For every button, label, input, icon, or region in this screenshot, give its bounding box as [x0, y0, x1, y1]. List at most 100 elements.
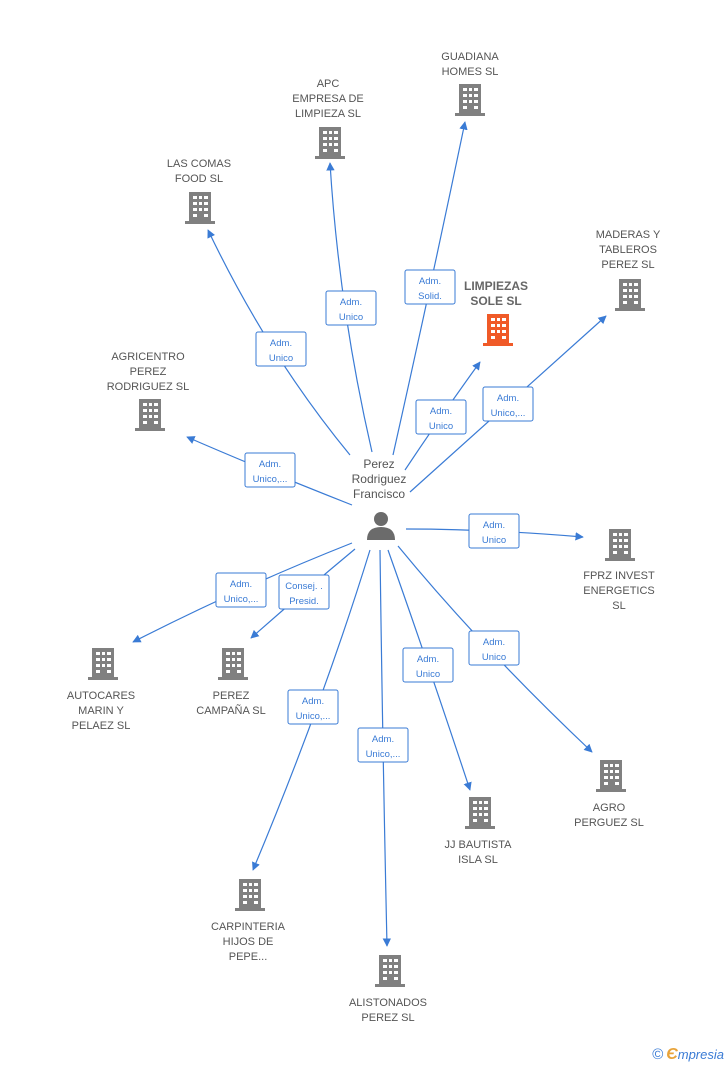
company-name: SOLE SL	[470, 294, 521, 308]
building-icon	[185, 192, 215, 224]
relation-label: Unico	[429, 421, 453, 432]
relation-label: Adm.	[302, 696, 324, 707]
company-name: HOMES SL	[442, 66, 499, 78]
relation-label: Adm.	[483, 520, 505, 531]
building-icon	[315, 127, 345, 159]
relation-box-alistonados[interactable]: Adm. Unico,...	[357, 727, 409, 763]
relation-label: Adm.	[497, 393, 519, 404]
company-node-apc[interactable]: APC EMPRESA DE LIMPIEZA SL	[292, 78, 364, 159]
company-node-agricentro[interactable]: AGRICENTRO PEREZ RODRIGUEZ SL	[107, 351, 190, 431]
company-name: RODRIGUEZ SL	[107, 381, 190, 393]
relation-box-guadiana[interactable]: Adm. Solid.	[404, 269, 456, 305]
building-icon	[135, 399, 165, 431]
relation-label: Adm.	[372, 734, 394, 745]
company-name: MADERAS Y	[596, 229, 661, 241]
person-name: Perez	[363, 457, 394, 471]
company-node-guadiana[interactable]: GUADIANA HOMES SL	[441, 51, 499, 116]
relation-label: Unico	[416, 669, 440, 680]
empresia-brand[interactable]: ©Єmpresia	[652, 1046, 724, 1064]
company-name: APC	[317, 78, 340, 90]
relation-label: Unico,...	[491, 408, 526, 419]
building-icon	[88, 648, 118, 680]
relation-label: Adm.	[270, 338, 292, 349]
relation-label: Solid.	[418, 291, 442, 302]
building-icon	[235, 879, 265, 911]
relation-label: Adm.	[430, 406, 452, 417]
relation-label: Unico	[339, 312, 363, 323]
company-name: ISLA SL	[458, 854, 498, 866]
relation-box-perezcampana[interactable]: Consej. . Presid.	[278, 574, 330, 610]
building-icon	[465, 797, 495, 829]
company-node-alistonados[interactable]: ALISTONADOS PEREZ SL	[349, 955, 427, 1024]
company-name: PEREZ	[213, 690, 250, 702]
company-node-carpinteria[interactable]: CARPINTERIA HIJOS DE PEPE...	[211, 879, 286, 963]
relation-box-agricentro[interactable]: Adm.Unico,...	[244, 452, 296, 488]
relation-label: Adm.	[417, 654, 439, 665]
relation-box-lascomas[interactable]: Adm. Unico	[255, 331, 307, 367]
company-name: SL	[612, 600, 625, 612]
relation-box-fprz[interactable]: Adm. Unico	[468, 513, 520, 549]
building-icon	[615, 279, 645, 311]
brand-logo-letter: Є	[666, 1046, 678, 1063]
company-name: FOOD SL	[175, 173, 223, 185]
company-name: CARPINTERIA	[211, 921, 286, 933]
company-name: PEREZ SL	[361, 1012, 414, 1024]
relation-label: Unico	[482, 535, 506, 546]
relation-box-agroperguez[interactable]: Adm. Unico	[468, 630, 520, 666]
company-name: AGRICENTRO	[111, 351, 185, 363]
relation-box-autocares[interactable]: Adm.Unico,...	[215, 572, 267, 608]
company-name: FPRZ INVEST	[583, 570, 655, 582]
building-icon	[605, 529, 635, 561]
company-name: PERGUEZ SL	[574, 817, 644, 829]
nodes-layer: GUADIANA HOMES SL APC EMPRESA DE LIMPIEZA SL…	[67, 51, 661, 1024]
company-name: LIMPIEZAS	[464, 279, 528, 293]
company-name: PEPE...	[229, 951, 268, 963]
company-name: PELAEZ SL	[72, 720, 131, 732]
person-name: Rodriguez	[352, 472, 407, 486]
building-icon	[596, 760, 626, 792]
company-name: ALISTONADOS	[349, 997, 427, 1009]
company-name: TABLEROS	[599, 244, 657, 256]
company-node-maderas[interactable]: MADERAS Y TABLEROS PEREZ SL	[596, 229, 661, 311]
company-name: EMPRESA DE	[292, 93, 364, 105]
company-name: GUADIANA	[441, 51, 499, 63]
relation-box-apc[interactable]: Adm.Unico	[325, 290, 377, 326]
building-icon	[455, 84, 485, 116]
relation-label: Unico	[482, 652, 506, 663]
company-node-jjbautista[interactable]: JJ BAUTISTA ISLA SL	[444, 797, 512, 866]
relation-label: Adm.	[483, 637, 505, 648]
relations-layer: Adm.Solid.Adm.UnicoAdm.UnicoAdm.UnicoAdm…	[215, 269, 534, 763]
building-icon	[483, 314, 513, 346]
relation-label: Unico,...	[366, 749, 401, 760]
company-node-lascomas[interactable]: LAS COMAS FOOD SL	[167, 158, 231, 224]
relation-label: Unico	[269, 353, 293, 364]
relation-box-jjbautista[interactable]: Adm. Unico	[402, 647, 454, 683]
company-name: HIJOS DE	[223, 936, 274, 948]
relation-label: Unico,...	[224, 594, 259, 605]
company-name: LIMPIEZA SL	[295, 108, 361, 120]
company-name: LAS COMAS	[167, 158, 231, 170]
relation-label: Consej. .	[285, 581, 323, 592]
relation-label: Adm.	[419, 276, 441, 287]
relation-label: Presid.	[289, 596, 319, 607]
person-name: Francisco	[353, 487, 405, 501]
relation-box-carpinteria[interactable]: Adm.Unico,...	[287, 689, 339, 725]
building-icon	[218, 648, 248, 680]
brand-name: mpresia	[677, 1047, 724, 1062]
relation-box-limpiezas[interactable]: Adm. Unico	[415, 399, 467, 435]
company-name: PEREZ SL	[601, 259, 654, 271]
relation-label: Unico,...	[253, 474, 288, 485]
person-icon	[367, 512, 395, 540]
company-node-agroperguez[interactable]: AGRO PERGUEZ SL	[574, 760, 644, 829]
company-name: JJ BAUTISTA	[444, 839, 512, 851]
relation-box-maderas[interactable]: Adm. Unico,...	[482, 386, 534, 422]
company-name: AGRO	[593, 802, 626, 814]
company-name: PEREZ	[130, 366, 167, 378]
building-icon	[375, 955, 405, 987]
